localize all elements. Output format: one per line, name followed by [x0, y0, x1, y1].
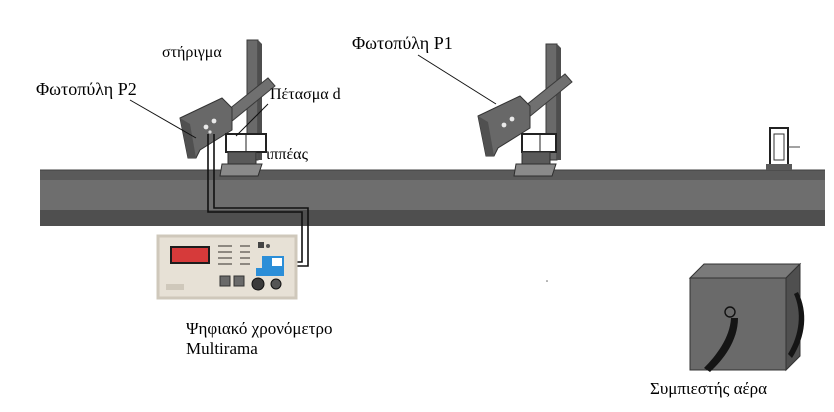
leader-flag — [235, 103, 269, 137]
compressor-icon — [688, 262, 805, 372]
label-flag: Πέτασμα d — [270, 86, 341, 103]
timer-device-icon — [156, 234, 298, 300]
timer-button — [219, 275, 231, 287]
label-timer-line1: Ψηφιακό χρονόμετρο — [186, 319, 333, 338]
leader-lines — [129, 54, 497, 139]
air-track-top — [40, 170, 825, 180]
label-compressor: Συμπιεστής αέρα — [650, 379, 768, 398]
label-gate-p2: Φωτοπύλη P2 — [36, 79, 137, 99]
timer-knob — [251, 277, 265, 291]
air-track — [40, 169, 825, 226]
end-bumper-icon — [766, 127, 800, 170]
rider-icon — [513, 151, 557, 177]
label-support: στήριγμα — [162, 44, 222, 61]
air-track-front — [40, 180, 825, 210]
air-track-bottom — [40, 210, 825, 226]
label-rider: ιππέας — [266, 146, 308, 163]
leader-p1 — [417, 54, 497, 105]
photogate-icon — [179, 97, 233, 159]
label-timer-line2: Multirama — [186, 339, 258, 358]
rider-icon — [219, 151, 263, 177]
timer-button — [233, 275, 245, 287]
leader-p2 — [129, 99, 197, 139]
photogate-p2-assembly — [179, 39, 276, 177]
photogate-icon — [477, 95, 531, 157]
label-gate-p1: Φωτοπύλη P1 — [352, 33, 453, 53]
air-hose — [704, 318, 738, 372]
flag-screen — [521, 133, 557, 153]
photogate-p1-assembly — [477, 43, 573, 177]
